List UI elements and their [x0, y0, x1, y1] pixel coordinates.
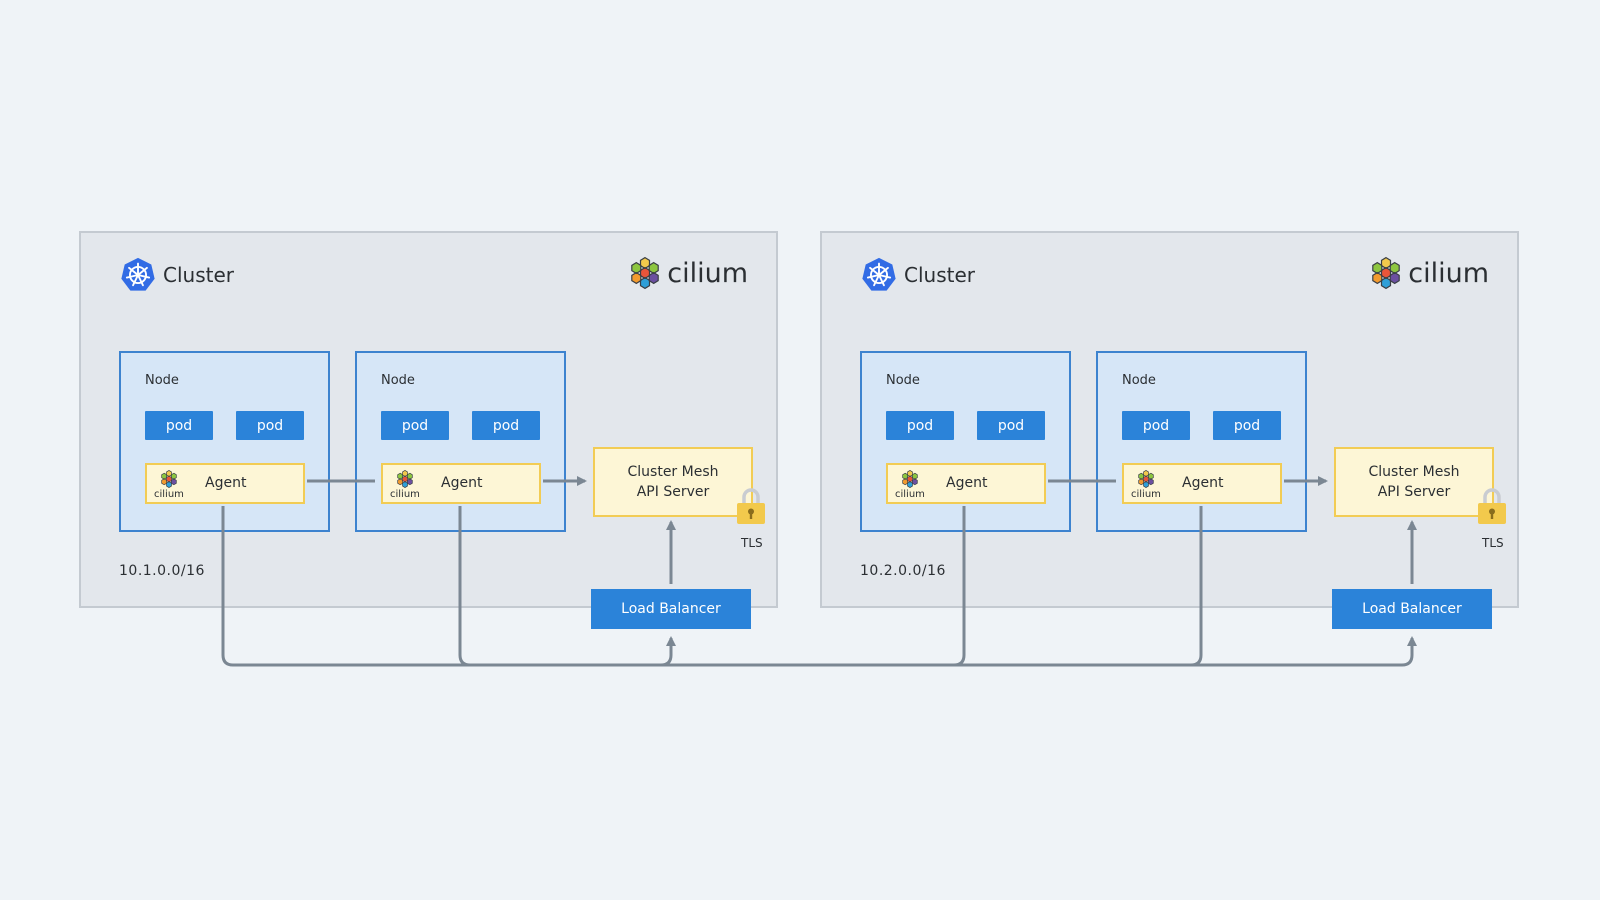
cluster-1-header: Cluster: [119, 255, 234, 295]
pod: pod: [472, 411, 540, 440]
api-server-line-2: API Server: [1377, 484, 1451, 500]
bus-to-lb-arrow: [660, 636, 676, 667]
cluster-mesh-api-server: Cluster Mesh API Server: [1334, 447, 1494, 517]
cluster-1-node-1: Node pod pod cilium Agent: [119, 351, 330, 532]
cilium-logo-icon: [159, 469, 179, 489]
cilium-brand: cilium: [1368, 253, 1489, 293]
api-server-line-1: Cluster Mesh: [1368, 464, 1460, 480]
kubernetes-icon: [119, 256, 157, 294]
agent-label: Agent: [946, 475, 988, 491]
cluster-2-node-2: Node pod pod cilium Agent: [1096, 351, 1307, 532]
cilium-logo-icon: [1368, 255, 1404, 291]
agent-label: Agent: [1182, 475, 1224, 491]
pod: pod: [1213, 411, 1281, 440]
cilium-brand-name: cilium: [667, 257, 748, 289]
cluster-mesh-api-server: Cluster Mesh API Server: [593, 447, 753, 517]
cilium-logo-icon: [395, 469, 415, 489]
api-server-line-2: API Server: [636, 484, 710, 500]
cluster-2-node-1: Node pod pod cilium Agent: [860, 351, 1071, 532]
node-label: Node: [381, 373, 415, 388]
lock-icon: [1476, 486, 1508, 526]
agent-logo-text: cilium: [390, 489, 420, 500]
pod: pod: [977, 411, 1045, 440]
cluster-2-subnet: 10.2.0.0/16: [860, 563, 946, 579]
cluster-1-node-2: Node pod pod cilium Agent: [355, 351, 566, 532]
pod: pod: [236, 411, 304, 440]
cluster-2-header: Cluster: [860, 255, 975, 295]
pod: pod: [145, 411, 213, 440]
cluster-1: Cluster cilium Node pod pod cilium Agent…: [79, 231, 778, 608]
tls-label: TLS: [1482, 536, 1504, 550]
load-balancer-button: Load Balancer: [1332, 589, 1492, 629]
cilium-brand-name: cilium: [1408, 257, 1489, 289]
cluster-2: Cluster cilium Node pod pod cilium Agent…: [820, 231, 1519, 608]
node-label: Node: [1122, 373, 1156, 388]
cluster-2-title: Cluster: [904, 263, 975, 287]
cilium-logo-icon: [1136, 469, 1156, 489]
load-balancer-button: Load Balancer: [591, 589, 751, 629]
cilium-agent: cilium Agent: [886, 463, 1046, 504]
cilium-brand: cilium: [627, 253, 748, 293]
agent-label: Agent: [205, 475, 247, 491]
pod: pod: [886, 411, 954, 440]
agent-logo-text: cilium: [895, 489, 925, 500]
cluster-1-title: Cluster: [163, 263, 234, 287]
kubernetes-icon: [860, 256, 898, 294]
cilium-agent: cilium Agent: [145, 463, 305, 504]
api-server-line-1: Cluster Mesh: [627, 464, 719, 480]
node-label: Node: [886, 373, 920, 388]
tls-label: TLS: [741, 536, 763, 550]
agent-logo-text: cilium: [154, 489, 184, 500]
cilium-logo-icon: [900, 469, 920, 489]
cilium-agent: cilium Agent: [1122, 463, 1282, 504]
cilium-agent: cilium Agent: [381, 463, 541, 504]
agent-label: Agent: [441, 475, 483, 491]
cluster-1-subnet: 10.1.0.0/16: [119, 563, 205, 579]
pod: pod: [381, 411, 449, 440]
agent-logo-text: cilium: [1131, 489, 1161, 500]
lock-icon: [735, 486, 767, 526]
node-label: Node: [145, 373, 179, 388]
pod: pod: [1122, 411, 1190, 440]
cilium-logo-icon: [627, 255, 663, 291]
